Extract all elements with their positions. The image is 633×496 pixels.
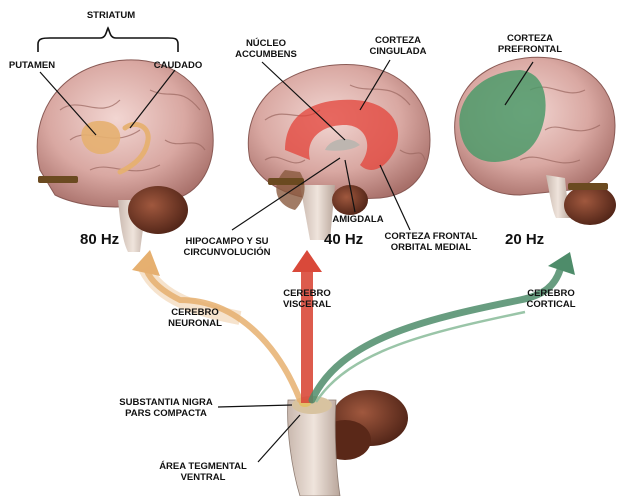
label-substantia-nigra: SUBSTANTIA NIGRA PARS COMPACTA <box>108 397 224 419</box>
label-area-tegmental: ÁREA TEGMENTAL VENTRAL <box>150 461 256 483</box>
left-brain <box>37 60 213 252</box>
label-nucleo-accumbens: NÚCLEO ACCUMBENS <box>226 38 306 60</box>
frequency-80hz: 80 Hz <box>80 231 119 248</box>
label-striatum: STRIATUM <box>76 10 146 21</box>
label-corteza-frontal-orbital: CORTEZA FRONTAL ORBITAL MEDIAL <box>376 231 486 253</box>
label-hipocampo: HIPOCAMPO Y SU CIRCUNVOLUCIÓN <box>176 236 278 258</box>
visceral-arrowhead <box>292 250 322 272</box>
label-amigdala: AMIGDALA <box>323 214 393 225</box>
frequency-40hz: 40 Hz <box>324 231 363 248</box>
label-cerebro-neuronal: CEREBRO NEURONAL <box>160 307 230 329</box>
label-putamen: PUTAMEN <box>2 60 62 71</box>
right-brain <box>455 57 616 225</box>
label-caudado: CAUDADO <box>146 60 210 71</box>
label-corteza-cingulada: CORTEZA CINGULADA <box>360 35 436 57</box>
striatum-bracket <box>38 28 178 52</box>
bottom-brainstem <box>288 390 408 496</box>
label-cerebro-visceral: CEREBRO VISCERAL <box>272 288 342 310</box>
label-corteza-prefrontal: CORTEZA PREFRONTAL <box>490 33 570 55</box>
label-cerebro-cortical: CEREBRO CORTICAL <box>514 288 588 310</box>
neuronal-pathway <box>145 262 300 400</box>
frequency-20hz: 20 Hz <box>505 231 544 248</box>
